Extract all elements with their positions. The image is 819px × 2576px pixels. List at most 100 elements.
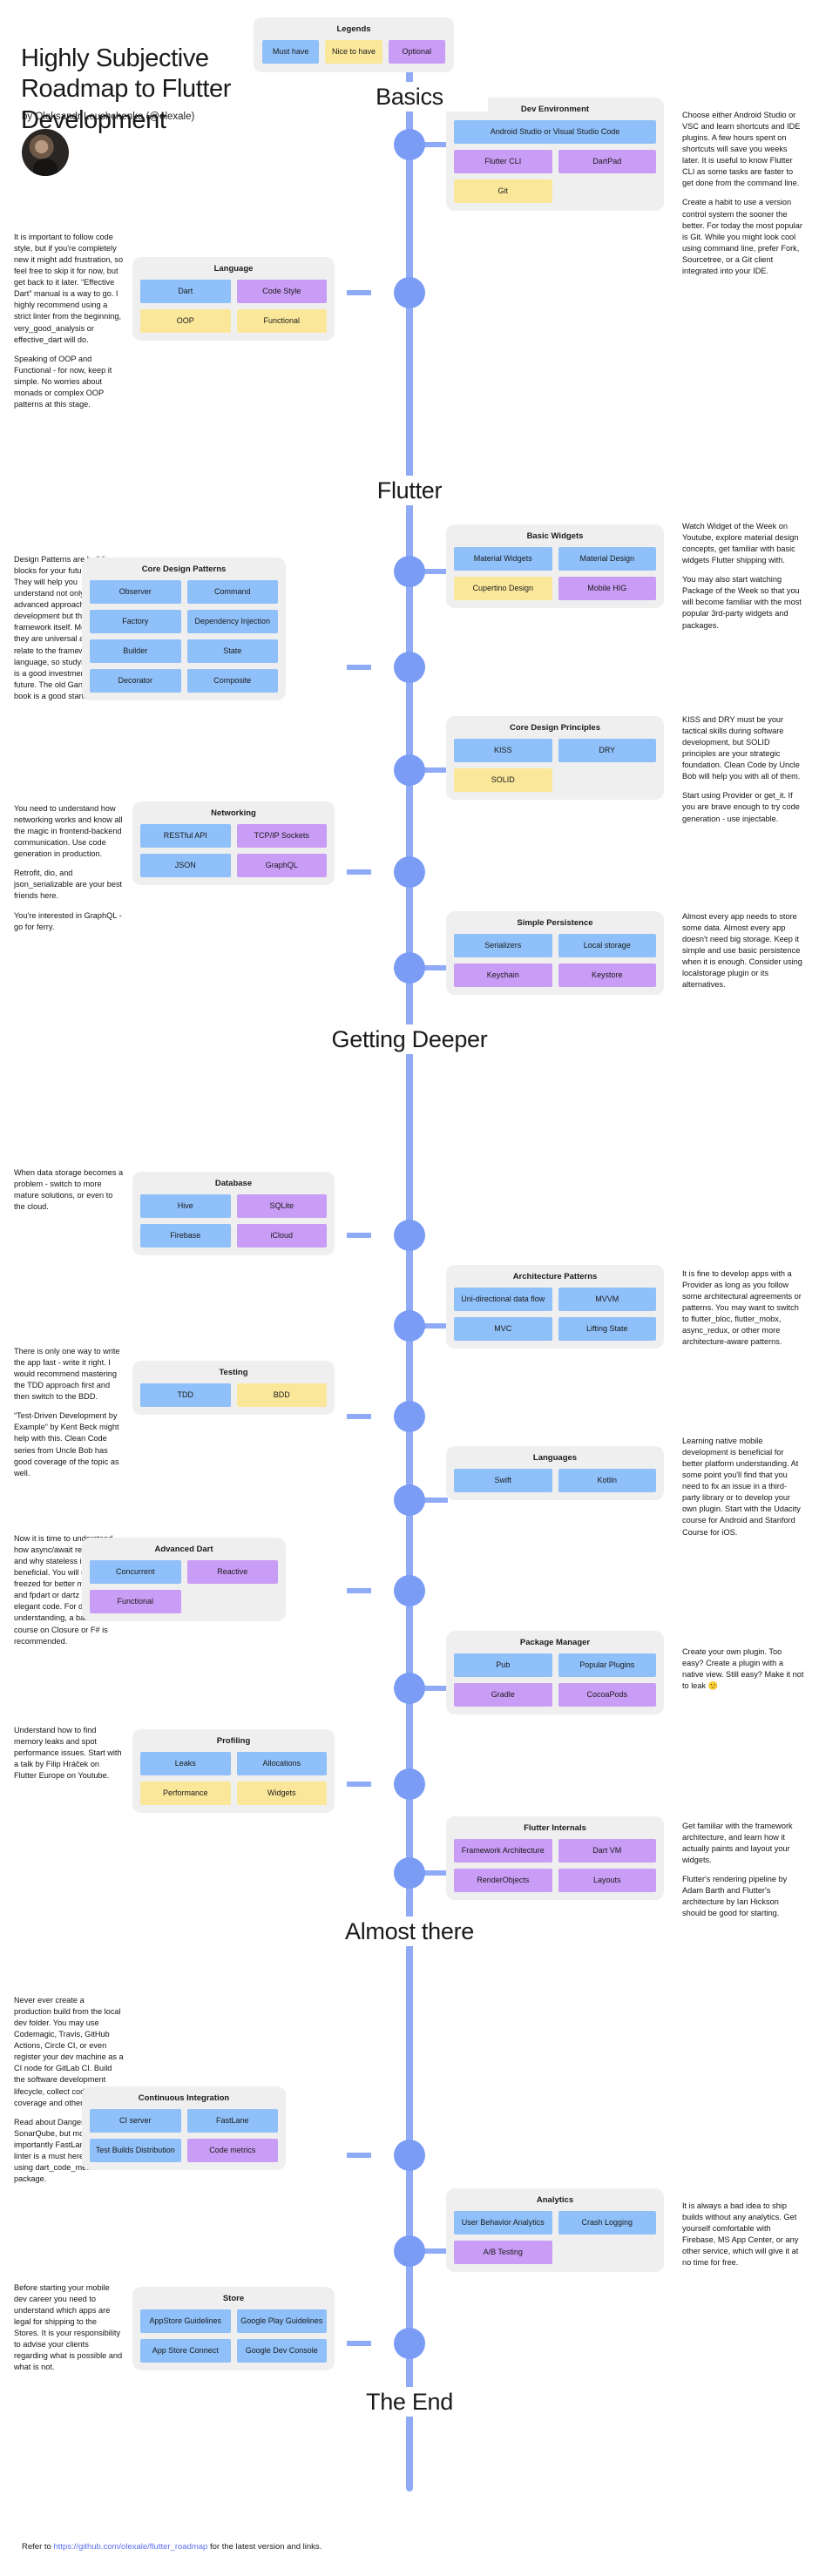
chip-functional[interactable]: Functional xyxy=(236,309,327,333)
chip-code-style[interactable]: Code Style xyxy=(236,280,327,303)
chip-renderobjects[interactable]: RenderObjects xyxy=(454,1869,552,1892)
chip-bdd[interactable]: BDD xyxy=(236,1383,327,1407)
chip-reactive[interactable]: Reactive xyxy=(186,1560,278,1584)
chip-oop[interactable]: OOP xyxy=(140,309,231,333)
chip-keychain[interactable]: Keychain xyxy=(454,963,552,987)
chip-git[interactable]: Git xyxy=(454,179,552,203)
chip-appstore-guidelines[interactable]: AppStore Guidelines xyxy=(140,2309,231,2333)
chip-uni-directional-data-flow[interactable]: Uni-directional data flow xyxy=(454,1288,552,1311)
stub-analytics xyxy=(423,2248,448,2254)
note-text: There is only one way to write the app f… xyxy=(14,1347,120,1402)
chip-local-storage[interactable]: Local storage xyxy=(558,934,656,957)
chip-flutter-cli[interactable]: Flutter CLI xyxy=(454,150,552,173)
chip-gradle[interactable]: Gradle xyxy=(454,1683,552,1707)
stub-simple-persistence xyxy=(423,965,448,970)
node-profiling xyxy=(394,1768,425,1800)
chip-fastlane[interactable]: FastLane xyxy=(186,2109,278,2133)
node-basic-widgets xyxy=(394,556,425,587)
chip-code-metrics[interactable]: Code metrics xyxy=(186,2139,278,2162)
chip-command[interactable]: Command xyxy=(186,580,278,604)
chip-crash-logging[interactable]: Crash Logging xyxy=(558,2211,656,2235)
chip-material-design[interactable]: Material Design xyxy=(558,547,656,571)
chip-tdd[interactable]: TDD xyxy=(140,1383,231,1407)
chip-list: Android Studio or Visual Studio Code Flu… xyxy=(454,120,656,203)
chip-cupertino-design[interactable]: Cupertino Design xyxy=(454,577,552,600)
chip-cocoapods[interactable]: CocoaPods xyxy=(558,1683,656,1707)
chip-list: TDD BDD xyxy=(140,1383,327,1407)
card-testing: Testing TDD BDD xyxy=(132,1361,335,1415)
note-text: You need to understand how networking wo… xyxy=(14,804,123,859)
chip-pub[interactable]: Pub xyxy=(454,1653,552,1677)
chip-list: RESTful API TCP/IP Sockets JSON GraphQL xyxy=(140,824,327,877)
chip-list: KISS DRY SOLID xyxy=(454,739,656,792)
chip-concurrent[interactable]: Concurrent xyxy=(90,1560,181,1584)
card-title: Languages xyxy=(532,1453,578,1463)
chip-leaks[interactable]: Leaks xyxy=(140,1752,231,1775)
chip-layouts[interactable]: Layouts xyxy=(558,1869,656,1892)
chip-graphql[interactable]: GraphQL xyxy=(236,854,327,877)
chip-performance[interactable]: Performance xyxy=(140,1782,231,1805)
chip-google-dev-console[interactable]: Google Dev Console xyxy=(236,2339,327,2363)
node-architecture-patterns xyxy=(394,1310,425,1342)
chip-framework-architecture[interactable]: Framework Architecture xyxy=(454,1839,552,1863)
stub-database xyxy=(347,1233,371,1238)
note-languages: Learning native mobile development is be… xyxy=(682,1436,804,1538)
note-package-manager: Create your own plugin. Too easy? Create… xyxy=(682,1646,804,1692)
note-text: Before starting your mobile dev career y… xyxy=(14,2283,123,2372)
chip-dry[interactable]: DRY xyxy=(558,739,656,762)
chip-tcp-ip-sockets[interactable]: TCP/IP Sockets xyxy=(236,824,327,848)
footer-link[interactable]: https://github.com/olexale/flutter_roadm… xyxy=(53,2542,208,2552)
chip-kiss[interactable]: KISS xyxy=(454,739,552,762)
node-networking xyxy=(394,856,425,888)
chip-ci-server[interactable]: CI server xyxy=(90,2109,181,2133)
chip-popular-plugins[interactable]: Popular Plugins xyxy=(558,1653,656,1677)
card-simple-persistence: Simple Persistence Serializers Local sto… xyxy=(446,911,664,995)
chip-dart[interactable]: Dart xyxy=(140,280,231,303)
chip-restful-api[interactable]: RESTful API xyxy=(140,824,231,848)
chip-kotlin[interactable]: Kotlin xyxy=(558,1469,656,1492)
card-title: Advanced Dart xyxy=(154,1545,213,1554)
chip-decorator[interactable]: Decorator xyxy=(90,669,181,693)
note-text: Learning native mobile development is be… xyxy=(682,1437,801,1537)
chip-swift[interactable]: Swift xyxy=(454,1469,552,1492)
chip-android-studio-or-vscode[interactable]: Android Studio or Visual Studio Code xyxy=(454,120,656,144)
chip-google-play-guidelines[interactable]: Google Play Guidelines xyxy=(236,2309,327,2333)
chip-mvvm[interactable]: MVVM xyxy=(558,1288,656,1311)
chip-state[interactable]: State xyxy=(186,639,278,663)
card-languages: Languages Swift Kotlin xyxy=(446,1446,664,1500)
chip-dart-vm[interactable]: Dart VM xyxy=(558,1839,656,1863)
card-title: Profiling xyxy=(216,1736,251,1746)
chip-mvc[interactable]: MVC xyxy=(454,1317,552,1341)
chip-functional-advanced[interactable]: Functional xyxy=(90,1590,181,1613)
chip-material-widgets[interactable]: Material Widgets xyxy=(454,547,552,571)
chip-dartpad[interactable]: DartPad xyxy=(558,150,656,173)
chip-widgets[interactable]: Widgets xyxy=(236,1782,327,1805)
chip-user-behavior-analytics[interactable]: User Behavior Analytics xyxy=(454,2211,552,2235)
chip-dependency-injection[interactable]: Dependency Injection xyxy=(186,610,278,633)
chip-composite[interactable]: Composite xyxy=(186,669,278,693)
chip-list: Swift Kotlin xyxy=(454,1469,656,1492)
chip-test-builds-distribution[interactable]: Test Builds Distribution xyxy=(90,2139,181,2162)
legend-item-nice-to-have: Nice to have xyxy=(325,40,382,64)
stub-advanced-dart xyxy=(347,1588,371,1593)
chip-mobile-hig[interactable]: Mobile HIG xyxy=(558,577,656,600)
chip-builder[interactable]: Builder xyxy=(90,639,181,663)
note-text: Create your own plugin. Too easy? Create… xyxy=(682,1647,804,1691)
card-title: Analytics xyxy=(536,2195,574,2205)
chip-icloud[interactable]: iCloud xyxy=(236,1224,327,1247)
chip-app-store-connect[interactable]: App Store Connect xyxy=(140,2339,231,2363)
chip-allocations[interactable]: Allocations xyxy=(236,1752,327,1775)
chip-firebase[interactable]: Firebase xyxy=(140,1224,231,1247)
chip-factory[interactable]: Factory xyxy=(90,610,181,633)
chip-sqlite[interactable]: SQLite xyxy=(236,1194,327,1218)
chip-observer[interactable]: Observer xyxy=(90,580,181,604)
chip-keystore[interactable]: Keystore xyxy=(558,963,656,987)
node-core-design-patterns xyxy=(394,652,425,683)
chip-solid[interactable]: SOLID xyxy=(454,768,552,792)
card-networking: Networking RESTful API TCP/IP Sockets JS… xyxy=(132,801,335,885)
chip-ab-testing[interactable]: A/B Testing xyxy=(454,2241,552,2264)
chip-json[interactable]: JSON xyxy=(140,854,231,877)
chip-lifting-state[interactable]: Lifting State xyxy=(558,1317,656,1341)
chip-serializers[interactable]: Serializers xyxy=(454,934,552,957)
chip-hive[interactable]: Hive xyxy=(140,1194,231,1218)
